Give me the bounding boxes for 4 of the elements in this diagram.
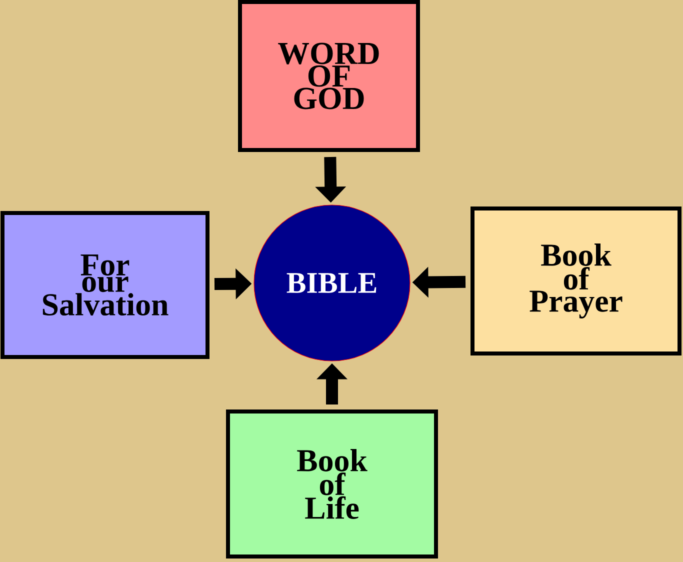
concept-box: WORD OF GOD bbox=[238, 0, 420, 152]
concept-box: Book of Prayer bbox=[470, 206, 682, 356]
concept-box: Book of Life bbox=[226, 410, 438, 558]
concept-box: For our Salvation bbox=[0, 211, 210, 359]
